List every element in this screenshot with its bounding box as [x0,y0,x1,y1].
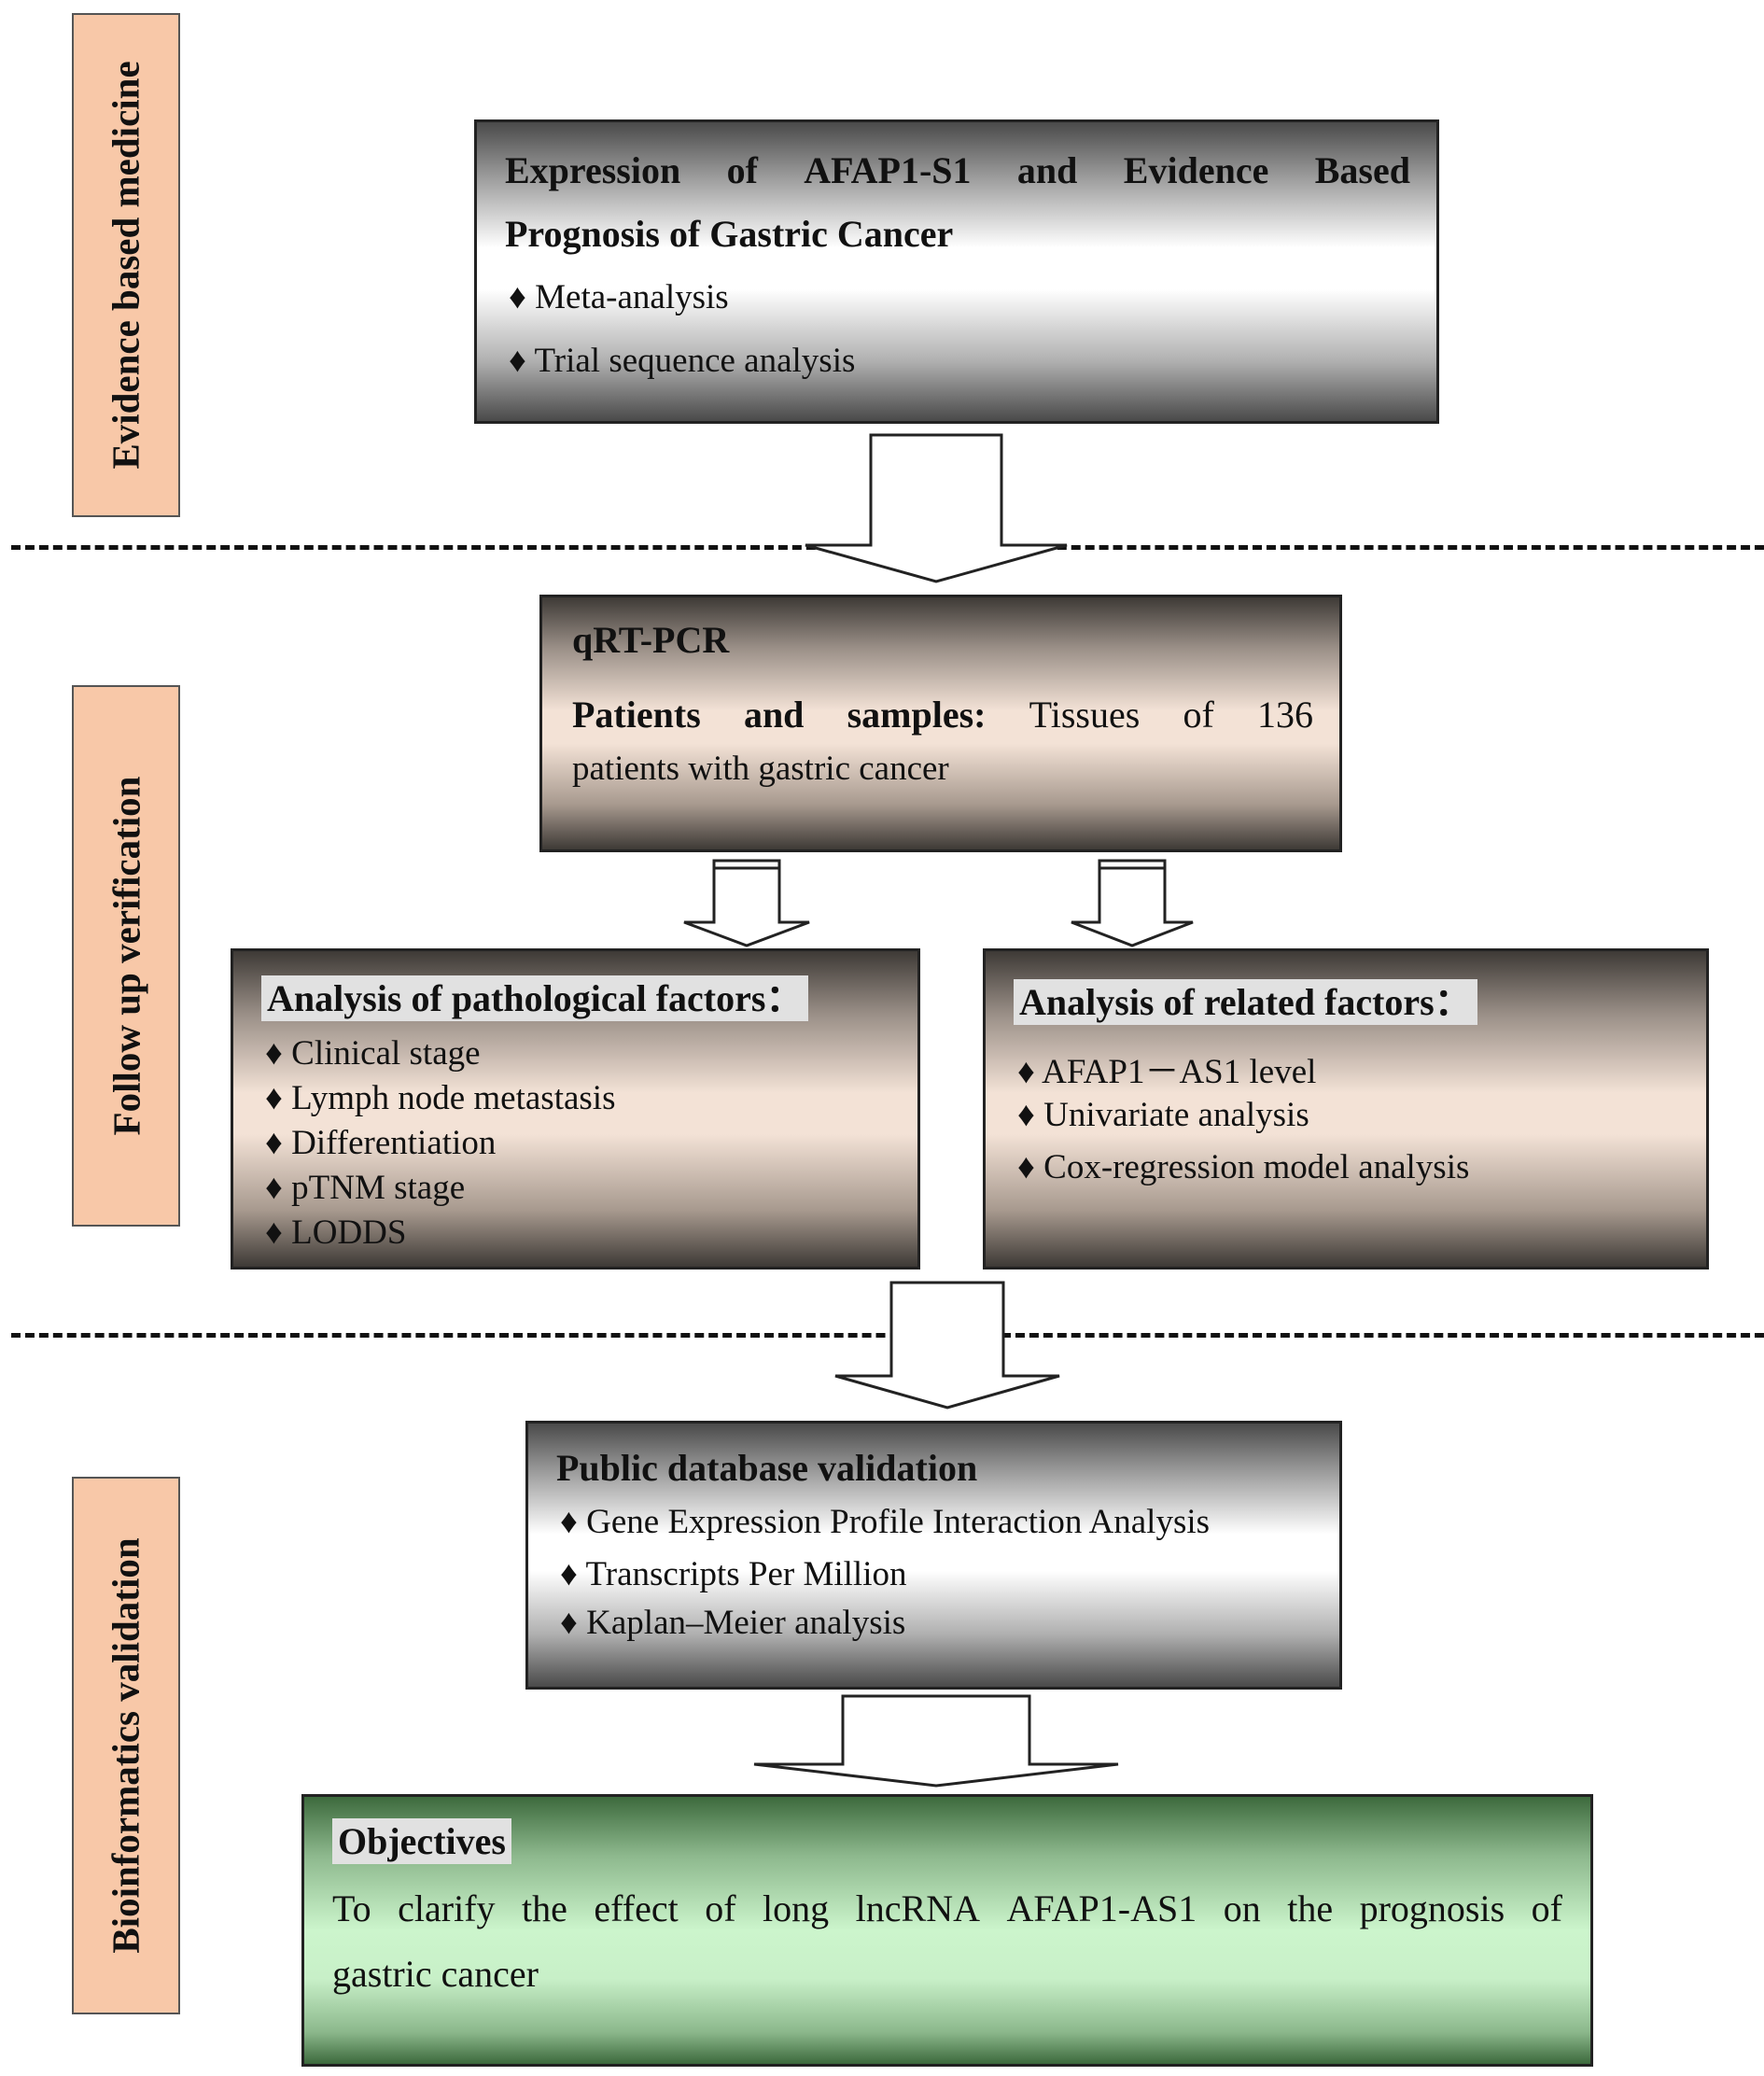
box-objectives-line2: gastric cancer [332,1953,539,1995]
bullet-icon: ♦ [1017,1148,1035,1186]
objective-word: of [1531,1887,1562,1929]
box-qrtpcr-title: qRT-PCR [572,619,730,661]
list-item: ♦ LODDS [265,1213,406,1253]
bullet-icon: ♦ [265,1079,283,1117]
value-word: of [1183,694,1214,736]
bullet-icon: ♦ [560,1604,578,1642]
bullet-icon: ♦ [509,342,526,380]
box-evidence-title-line1: Expression of AFAP1-S1 and Evidence Base… [505,148,1410,192]
bullet-icon: ♦ [1017,1096,1035,1134]
title-word: Expression [505,149,681,191]
value-word: 136 [1256,694,1313,736]
list-item-text: Differentiation [291,1124,497,1162]
box-objectives-line1: To clarify the effect of long lncRNA AFA… [332,1887,1562,1930]
side-label-bioinf: Bioinformatics validation [72,1477,180,2014]
arrow-4 [834,1281,1060,1410]
box-public-db-title: Public database validation [556,1447,978,1489]
box-qrtpcr: qRT-PCR Patients and samples: Tissues of… [539,595,1342,852]
list-item-text: Cox-regression model analysis [1043,1148,1470,1186]
objective-word: clarify [398,1887,496,1929]
box-pathological-title: Analysis of pathological factors： [261,968,809,1022]
objective-word: AFAP1-AS1 [1006,1887,1197,1929]
box-objectives: Objectives To clarify the effect of long… [301,1794,1593,2067]
list-item: ♦ pTNM stage [265,1168,465,1208]
label-word: Patients [572,694,701,736]
box-pathological-title-text: Analysis of pathological factors： [261,975,809,1021]
list-item: ♦ Gene Expression Profile Interaction An… [560,1502,1210,1542]
list-item-text: LODDS [291,1213,407,1252]
arrow-1 [805,433,1068,583]
box-evidence: Expression of AFAP1-S1 and Evidence Base… [474,119,1439,424]
box-qrtpcr-line1: Patients and samples: Tissues of 136 [572,693,1313,736]
list-item-text: Clinical stage [291,1034,481,1073]
box-related: Analysis of related factors： ♦ AFAP1－AS1… [983,948,1709,1269]
list-item: ♦ AFAP1－AS1 level [1017,1043,1316,1093]
list-item-text: Kaplan–Meier analysis [586,1604,906,1642]
title-word: and [1016,149,1078,191]
title-word: Based [1314,149,1410,191]
box-public-db: Public database validation ♦ Gene Expres… [525,1421,1342,1690]
label-word: and [743,694,805,736]
bullet-icon: ♦ [560,1503,578,1541]
title-word: Evidence [1123,149,1269,191]
list-item-text: pTNM stage [291,1169,466,1207]
list-item-text: AFAP1－AS1 level [1042,1053,1317,1091]
list-item: ♦ Meta-analysis [509,277,729,317]
value-word: Tissues [1029,694,1141,736]
box-objectives-title-text: Objectives [332,1818,511,1864]
objective-word: the [522,1887,567,1929]
bullet-icon: ♦ [265,1124,283,1162]
list-item: ♦ Clinical stage [265,1033,481,1073]
arrow-2 [683,859,810,947]
box-related-title-text: Analysis of related factors： [1014,979,1477,1025]
box-related-title: Analysis of related factors： [1014,972,1477,1026]
bullet-icon: ♦ [560,1555,578,1593]
list-item: ♦ Lymph node metastasis [265,1078,616,1118]
list-item-text: Trial sequence analysis [534,342,856,380]
objective-word: the [1287,1887,1334,1929]
box-evidence-title-line2: Prognosis of Gastric Cancer [505,213,954,255]
bullet-icon: ♦ [265,1169,283,1207]
side-label-follow: Follow up verification [72,685,180,1227]
list-item-text: Lymph node metastasis [291,1079,616,1117]
bullet-icon: ♦ [509,278,526,316]
list-item: ♦ Cox-regression model analysis [1017,1147,1469,1187]
objective-word: on [1223,1887,1261,1929]
list-item-text: Gene Expression Profile Interaction Anal… [586,1503,1211,1541]
title-word: of [726,149,758,191]
objective-word: of [705,1887,736,1929]
label-word: samples: [847,694,987,736]
list-item-text: Univariate analysis [1043,1096,1309,1134]
list-item-text: Meta-analysis [535,278,729,316]
objective-word: prognosis [1359,1887,1505,1929]
list-item: ♦ Transcripts Per Million [560,1554,906,1594]
list-item: ♦ Trial sequence analysis [509,341,855,381]
objective-word: effect [594,1887,679,1929]
arrow-5 [753,1694,1119,1788]
box-pathological: Analysis of pathological factors： ♦ Clin… [231,948,920,1269]
list-item: ♦ Univariate analysis [1017,1095,1309,1135]
box-qrtpcr-line2: patients with gastric cancer [572,750,949,788]
list-item-text: Transcripts Per Million [585,1555,907,1593]
side-label-evidence: Evidence based medicine [72,13,180,517]
bullet-icon: ♦ [265,1213,283,1252]
separator-2 [11,1333,1764,1338]
objective-word: To [332,1887,371,1929]
objective-word: lncRNA [855,1887,980,1929]
list-item: ♦ Differentiation [265,1123,496,1163]
title-word: AFAP1-S1 [804,149,972,191]
box-objectives-title: Objectives [332,1818,511,1864]
arrow-3 [1071,859,1194,947]
objective-word: long [763,1887,830,1929]
list-item: ♦ Kaplan–Meier analysis [560,1603,905,1643]
bullet-icon: ♦ [265,1034,283,1073]
bullet-icon: ♦ [1017,1053,1035,1091]
